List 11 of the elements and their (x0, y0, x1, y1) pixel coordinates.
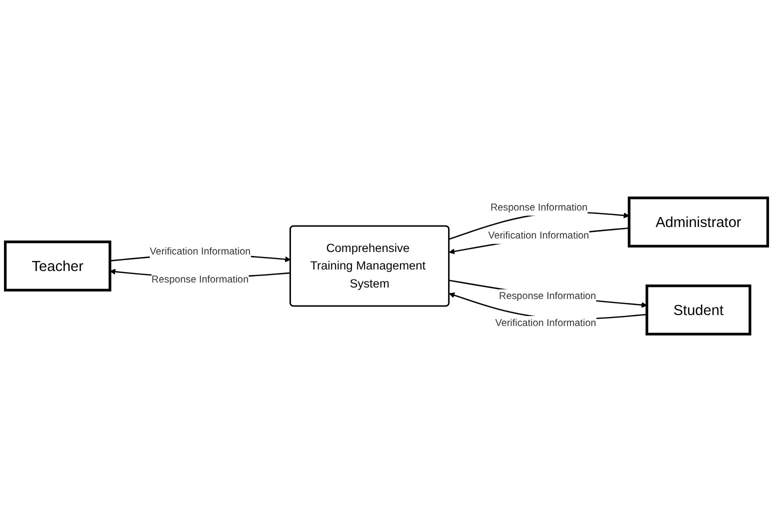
edge-label: Response Information (499, 290, 596, 302)
edge-label: Response Information (152, 274, 249, 286)
edge-label: Verification Information (488, 230, 590, 242)
node-box: Administrator (628, 196, 770, 248)
node-box: Teacher (4, 240, 112, 292)
node-box: Student (646, 284, 752, 336)
arrow (448, 227, 630, 254)
edge-label: Verification Information (495, 317, 596, 329)
arrow (449, 280, 648, 308)
edge-label: Response Information (490, 202, 588, 214)
edge-label: Verification Information (150, 246, 251, 258)
